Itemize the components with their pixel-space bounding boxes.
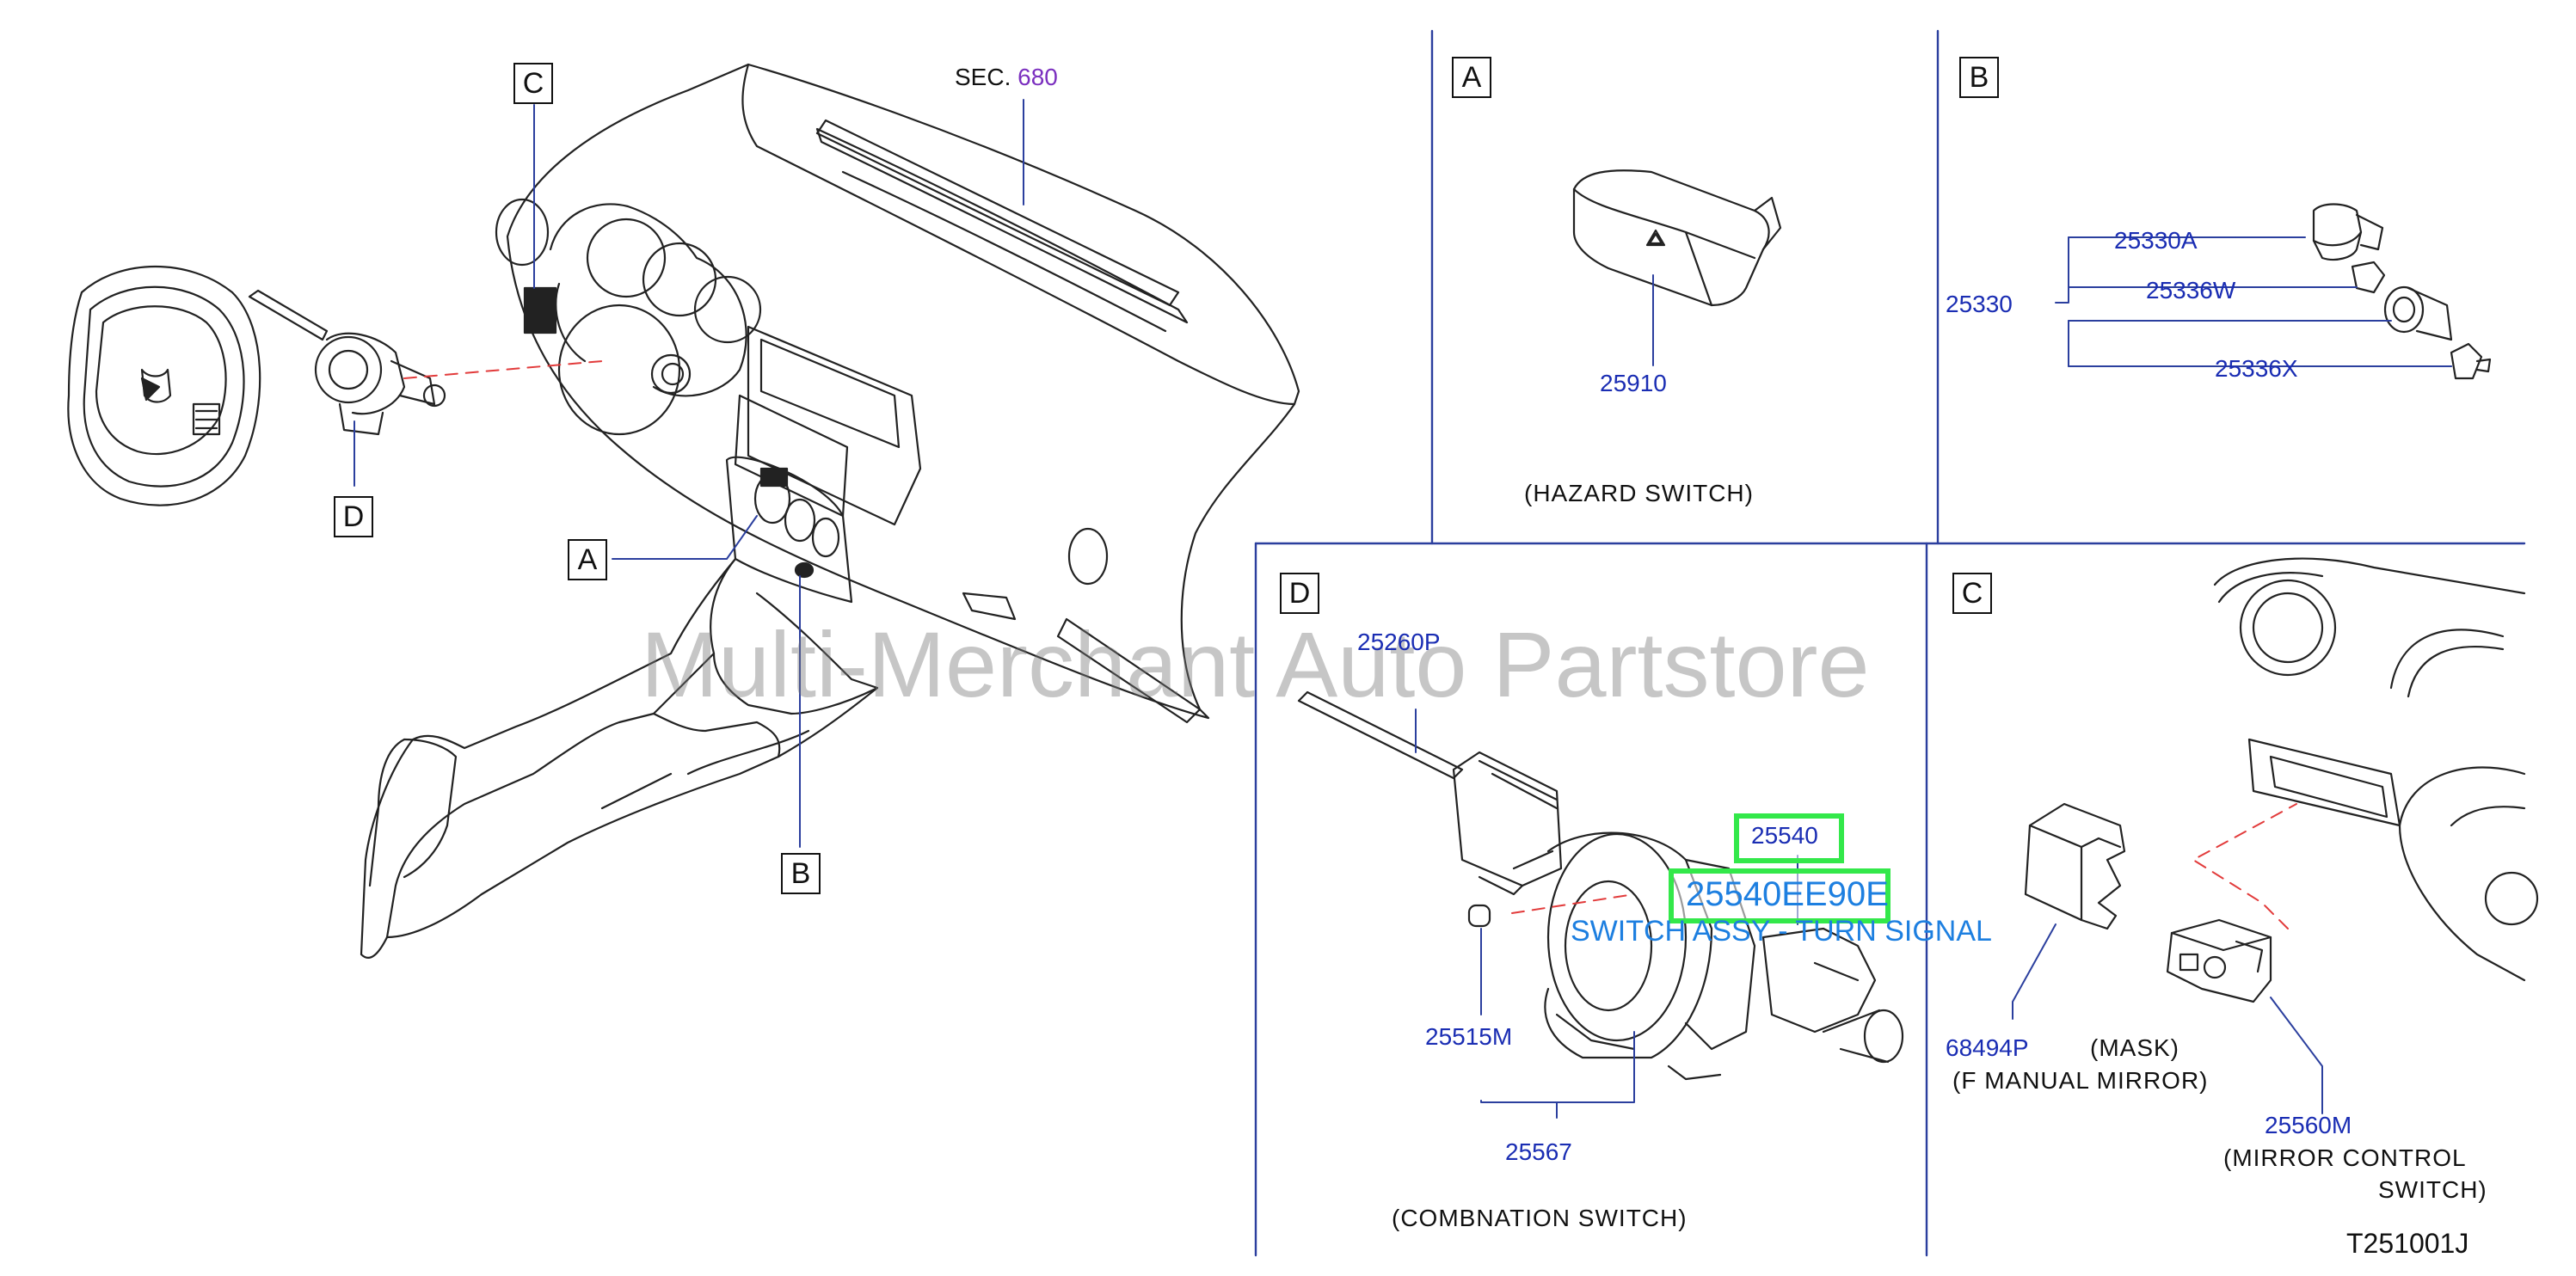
steering-wheel-drawing [67, 266, 261, 506]
caption-f-manual-mirror: (F MANUAL MIRROR) [1952, 1067, 2209, 1094]
callout-box-c[interactable]: C [513, 63, 553, 104]
diagram-id: T251001J [2346, 1228, 2469, 1259]
caption-combination-switch: (COMBNATION SWITCH) [1392, 1205, 1688, 1231]
dashboard-drawing [360, 63, 1300, 959]
section-ref: SEC. 680 [955, 65, 1058, 89]
highlight-frame-code [1669, 868, 1891, 923]
panel-letter-d: D [1280, 573, 1319, 614]
ignition-parts-drawing [2312, 203, 2492, 380]
dash-detail-drawing [2213, 557, 2539, 982]
part-label-25515m[interactable]: 25515M [1425, 1023, 1513, 1050]
highlight-part-description: SWITCH ASSY - TURN SIGNAL [1571, 915, 1992, 948]
section-ref-prefix: SEC. [955, 64, 1011, 90]
combination-switch-detail [1297, 690, 1904, 1081]
hazard-switch-drawing [1572, 169, 1782, 307]
section-ref-link[interactable]: 680 [1017, 64, 1058, 90]
watermark: Multi-Merchant Auto Partstore [641, 612, 1870, 716]
part-label-25336w[interactable]: 25336W [2146, 277, 2236, 304]
part-label-25336x[interactable]: 25336X [2215, 355, 2298, 382]
combination-switch-small [248, 289, 446, 436]
caption-switch: SWITCH) [2378, 1176, 2487, 1203]
panel-letter-c: C [1952, 573, 1992, 614]
mask-mirror-drawing [2024, 802, 2272, 1003]
caption-hazard-switch: (HAZARD SWITCH) [1524, 480, 1754, 506]
caption-mirror-control: (MIRROR CONTROL [2223, 1144, 2467, 1171]
callout-box-b[interactable]: B [781, 853, 821, 894]
part-label-25260p[interactable]: 25260P [1357, 629, 1441, 655]
part-label-25910[interactable]: 25910 [1600, 370, 1667, 396]
callout-box-d[interactable]: D [334, 496, 373, 537]
panel-letter-a: A [1452, 57, 1491, 98]
panel-letter-b: B [1959, 57, 1999, 98]
part-label-68494p[interactable]: 68494P [1946, 1034, 2029, 1061]
part-label-25540[interactable]: 25540 [1751, 822, 1818, 849]
part-label-25560m[interactable]: 25560M [2265, 1112, 2352, 1138]
part-label-25330[interactable]: 25330 [1946, 291, 2013, 317]
panel-frame-lines [1254, 29, 2526, 1257]
caption-mask: (MASK) [2090, 1034, 2179, 1061]
red-dashed-lines [403, 360, 2297, 929]
part-label-25567[interactable]: 25567 [1505, 1138, 1572, 1165]
callout-box-a[interactable]: A [568, 539, 607, 580]
highlight-part-code[interactable]: 25540EE90E [1686, 875, 1889, 913]
part-label-25330a[interactable]: 25330A [2114, 227, 2198, 254]
highlight-frame-part [1734, 813, 1844, 863]
